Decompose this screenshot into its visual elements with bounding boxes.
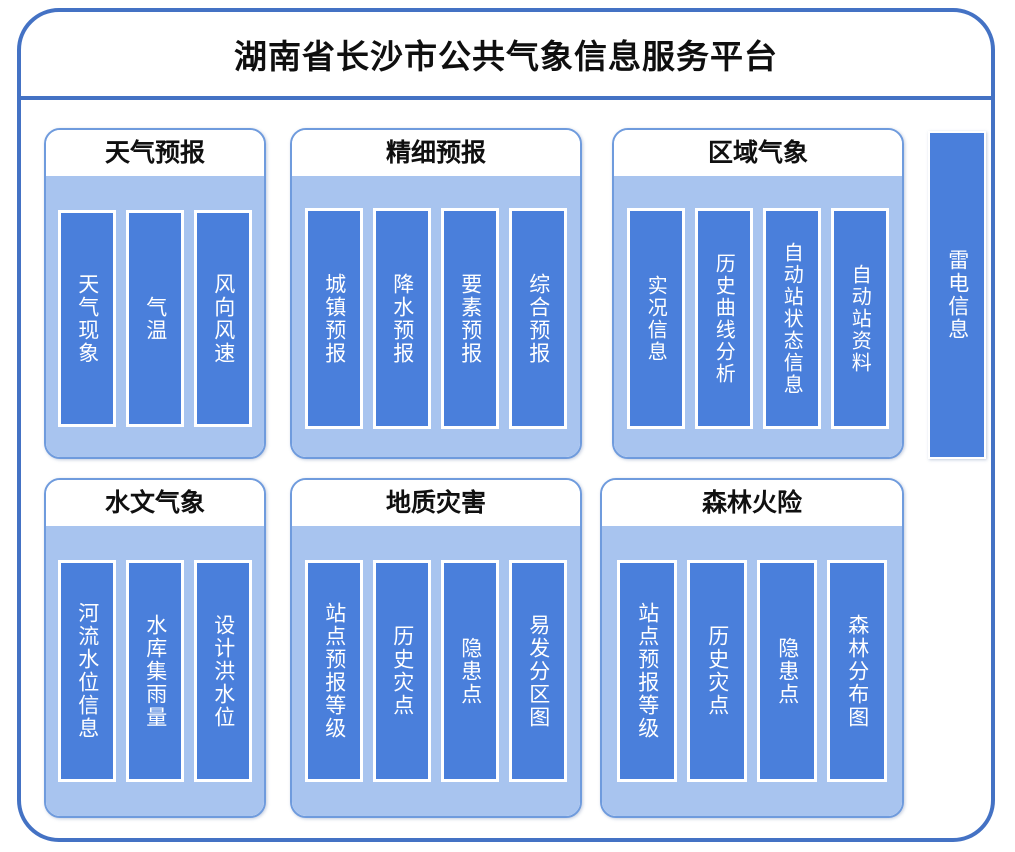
panel-forest-fire-risk-items: 站点预报等级 历史灾点 隐患点 森林分布图 bbox=[602, 526, 902, 816]
panel-regional-meteorology-body: 实况信息 历史曲线分析 自动站状态信息 自动站资料 bbox=[614, 176, 902, 457]
panel-forest-fire-risk-body: 站点预报等级 历史灾点 隐患点 森林分布图 bbox=[602, 526, 902, 816]
item-precipitation-forecast[interactable]: 降水预报 bbox=[373, 208, 431, 429]
item-geo-historical-disaster-points[interactable]: 历史灾点 bbox=[373, 560, 431, 782]
panel-weather-body: 天气现象 气温 风向风速 bbox=[46, 176, 264, 457]
panel-weather[interactable]: 天气预报 天气现象 气温 风向风速 bbox=[44, 128, 266, 459]
item-comprehensive-forecast[interactable]: 综合预报 bbox=[509, 208, 567, 429]
page-title: 湖南省长沙市公共气象信息服务平台 bbox=[234, 37, 778, 76]
panel-hydrometeorology-body: 河流水位信息 水库集雨量 设计洪水位 bbox=[46, 526, 264, 816]
item-temperature[interactable]: 气温 bbox=[126, 210, 184, 427]
item-design-flood-level[interactable]: 设计洪水位 bbox=[194, 560, 252, 782]
item-geo-susceptibility-zoning-map[interactable]: 易发分区图 bbox=[509, 560, 567, 782]
item-lightning-information[interactable]: 雷电信息 bbox=[928, 131, 986, 459]
panel-hydrometeorology-items: 河流水位信息 水库集雨量 设计洪水位 bbox=[46, 526, 264, 816]
panel-fine-forecast-title: 精细预报 bbox=[292, 130, 580, 176]
panel-regional-meteorology-items: 实况信息 历史曲线分析 自动站状态信息 自动站资料 bbox=[614, 176, 902, 457]
item-geo-station-forecast-level[interactable]: 站点预报等级 bbox=[305, 560, 363, 782]
item-reservoir-rainfall[interactable]: 水库集雨量 bbox=[126, 560, 184, 782]
item-historical-curve-analysis[interactable]: 历史曲线分析 bbox=[695, 208, 753, 429]
item-forest-station-forecast-level[interactable]: 站点预报等级 bbox=[617, 560, 677, 782]
item-element-forecast[interactable]: 要素预报 bbox=[441, 208, 499, 429]
panel-geological-disaster-items: 站点预报等级 历史灾点 隐患点 易发分区图 bbox=[292, 526, 580, 816]
panel-fine-forecast-body: 城镇预报 降水预报 要素预报 综合预报 bbox=[292, 176, 580, 457]
item-wind-direction-speed[interactable]: 风向风速 bbox=[194, 210, 252, 427]
item-river-water-level-info[interactable]: 河流水位信息 bbox=[58, 560, 116, 782]
panel-weather-items: 天气现象 气温 风向风速 bbox=[46, 176, 264, 457]
panel-regional-meteorology-title: 区域气象 bbox=[614, 130, 902, 176]
panel-weather-title: 天气预报 bbox=[46, 130, 264, 176]
panel-geological-disaster-title: 地质灾害 bbox=[292, 480, 580, 526]
panel-fine-forecast[interactable]: 精细预报 城镇预报 降水预报 要素预报 综合预报 bbox=[290, 128, 582, 459]
item-aws-data[interactable]: 自动站资料 bbox=[831, 208, 889, 429]
title-divider bbox=[21, 96, 991, 100]
outer-frame bbox=[17, 8, 995, 842]
item-forest-distribution-map[interactable]: 森林分布图 bbox=[827, 560, 887, 782]
item-live-information[interactable]: 实况信息 bbox=[627, 208, 685, 429]
panel-geological-disaster-body: 站点预报等级 历史灾点 隐患点 易发分区图 bbox=[292, 526, 580, 816]
panel-regional-meteorology[interactable]: 区域气象 实况信息 历史曲线分析 自动站状态信息 自动站资料 bbox=[612, 128, 904, 459]
item-geo-hazard-points[interactable]: 隐患点 bbox=[441, 560, 499, 782]
panel-forest-fire-risk[interactable]: 森林火险 站点预报等级 历史灾点 隐患点 森林分布图 bbox=[600, 478, 904, 818]
item-forest-historical-disaster-points[interactable]: 历史灾点 bbox=[687, 560, 747, 782]
panel-fine-forecast-items: 城镇预报 降水预报 要素预报 综合预报 bbox=[292, 176, 580, 457]
panel-hydrometeorology[interactable]: 水文气象 河流水位信息 水库集雨量 设计洪水位 bbox=[44, 478, 266, 818]
item-town-forecast[interactable]: 城镇预报 bbox=[305, 208, 363, 429]
item-forest-hazard-points[interactable]: 隐患点 bbox=[757, 560, 817, 782]
panel-forest-fire-risk-title: 森林火险 bbox=[602, 480, 902, 526]
panel-geological-disaster[interactable]: 地质灾害 站点预报等级 历史灾点 隐患点 易发分区图 bbox=[290, 478, 582, 818]
panel-hydrometeorology-title: 水文气象 bbox=[46, 480, 264, 526]
item-weather-phenomena[interactable]: 天气现象 bbox=[58, 210, 116, 427]
item-aws-status-information[interactable]: 自动站状态信息 bbox=[763, 208, 821, 429]
